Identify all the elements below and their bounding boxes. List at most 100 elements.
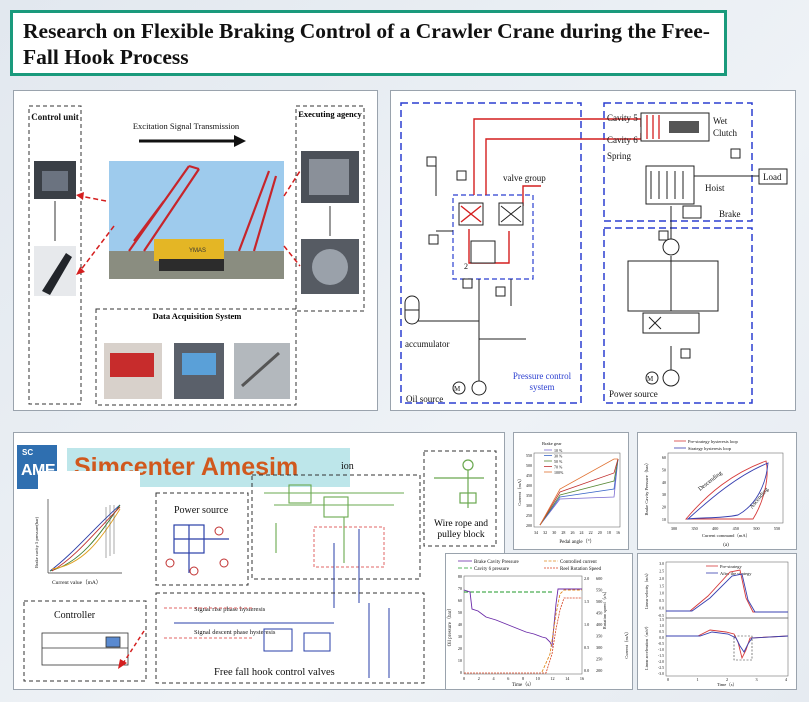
- y-tick-label: 250: [526, 513, 532, 518]
- x-tick-label: 32: [543, 530, 547, 535]
- power-source-block: [155, 492, 249, 586]
- y-right-tick-label: 600: [596, 576, 602, 581]
- brake-gear-legend-title: Brake gear: [542, 441, 562, 446]
- y-tick-label: 550: [526, 453, 532, 458]
- y-tick-label: 0: [460, 670, 462, 675]
- legend-entry: 50 %: [554, 459, 563, 464]
- control-unit-label: Control unit: [31, 112, 79, 122]
- amesim-power-source-label: Power source: [174, 505, 229, 516]
- legend-entry: 10 %: [554, 448, 563, 453]
- daq-box: [95, 308, 297, 406]
- hoist-label: Hoist: [705, 183, 725, 193]
- cavity5-label: Cavity 5: [607, 113, 638, 123]
- x-tick-label: 8: [522, 676, 524, 681]
- strategy-loop: [686, 462, 769, 520]
- y-tick-label: 40: [458, 622, 462, 627]
- arrow-to-controller-icon: [76, 192, 84, 200]
- motor-icon: [452, 381, 466, 395]
- spring-label: Spring: [607, 151, 632, 161]
- cavity6-label: Cavity 6: [607, 135, 638, 145]
- x-tick-label: 26: [570, 530, 574, 535]
- pre-strategy-loop: [685, 460, 768, 520]
- hysteresis-caption: (a): [723, 543, 729, 548]
- x-tick-label: 2: [478, 676, 480, 681]
- y-tick-label: 0.5: [659, 599, 664, 603]
- x-tick-label: 2: [726, 677, 728, 682]
- legend-cavity6: Cavity 6 pressure: [474, 567, 510, 572]
- x-tick-label: 4: [492, 676, 495, 681]
- valve-group-region: [452, 194, 534, 280]
- sensor-icon: [456, 170, 467, 181]
- y-tick-label: 2.0: [659, 577, 664, 581]
- hydraulic-schematic-panel: 2 accumulator valve group M Oil source P…: [390, 90, 796, 411]
- y-tick-label: 2.5: [659, 569, 664, 573]
- hoist-region: [603, 102, 753, 222]
- circuit-box: [627, 260, 719, 312]
- valve-3-icon: [470, 240, 496, 264]
- current-ylabel: Current（mA）: [624, 629, 629, 659]
- crane-brand-mark: YMAS: [189, 248, 206, 254]
- sensor-icon: [495, 286, 506, 297]
- poster-title-box: Research on Flexible Braking Control of …: [10, 10, 727, 76]
- y-right-tick-label: 550: [596, 588, 602, 593]
- y-right-tick-label: 350: [596, 634, 602, 639]
- hysteresis-xlabel: Current command（mA）: [702, 533, 750, 538]
- x-tick-label: 1: [696, 677, 698, 682]
- pressure-time-chart-panel: Brake Cavity Pressure Controlled current…: [445, 553, 633, 690]
- sensor-icon: [426, 156, 437, 167]
- executing-agency-label: Executing agency: [298, 109, 362, 119]
- x-tick-label: 12: [550, 676, 554, 681]
- y-right-tick-label: 0.5: [584, 645, 589, 650]
- rise-hysteresis-label: Signal rise phase hysteresis: [194, 606, 266, 613]
- hoist-drum-icon: [645, 165, 695, 205]
- x-tick-label: 28: [561, 530, 565, 535]
- hysteresis-ylabel: Brake Cavity Pressure（bar）: [644, 461, 649, 516]
- y-tick-label: 0.0: [659, 636, 664, 640]
- y-tick-label: -1.0: [658, 648, 664, 652]
- directional-valve-icon: [642, 312, 700, 334]
- x-tick-label: 30: [552, 530, 556, 535]
- sensor-icon: [730, 148, 741, 159]
- hysteresis-chart-panel: Pre-strategy hysteresis loop Strategy hy…: [637, 432, 797, 550]
- y-right-tick-label: 1.5: [584, 599, 589, 604]
- y-tick-label: 450: [526, 473, 532, 478]
- x-tick-label: 10: [536, 676, 540, 681]
- y-tick-label: 50: [662, 467, 666, 472]
- series-line: [539, 458, 619, 526]
- power-source-label: Power source: [609, 389, 658, 399]
- descent-hysteresis-label: Signal descent phase hysteresis: [194, 629, 276, 636]
- y-tick-label: -0.5: [658, 614, 664, 618]
- valve-group-label: valve group: [503, 173, 546, 183]
- x-tick-label: 0: [463, 676, 465, 681]
- pressure-control-region: [400, 102, 582, 404]
- legend-controlled-current: Controlled current: [560, 560, 597, 565]
- brake-cavity-pressure-line: [463, 588, 582, 648]
- y-tick-label: 20: [662, 505, 666, 510]
- pedal-xlabel: Pedal angle（°）: [559, 539, 594, 545]
- y-tick-label: -3.0: [658, 672, 664, 676]
- y-tick-label: 20: [458, 646, 462, 651]
- poster-title: Research on Flexible Braking Control of …: [23, 19, 710, 69]
- sensor-icon: [658, 230, 669, 241]
- clutch-label: Clutch: [713, 128, 737, 138]
- y-tick-label: 10: [662, 517, 666, 522]
- y-right-tick-label: 400: [596, 622, 602, 627]
- brake-label: Brake: [719, 209, 741, 219]
- time-xlabel: Time（s）: [512, 682, 534, 688]
- x-tick-label: 350: [691, 526, 697, 531]
- y-right-tick-label: 200: [596, 668, 602, 673]
- velocity-after-line: [666, 573, 788, 613]
- x-tick-label: 24: [580, 530, 584, 535]
- y-tick-label: 1.0: [659, 624, 664, 628]
- controller-label: Controller: [54, 610, 96, 621]
- velocity-pre-line: [666, 569, 788, 613]
- y-tick-label: 500: [526, 463, 532, 468]
- y-tick-label: -0.5: [658, 642, 664, 646]
- legend-entry: 70 %: [554, 465, 563, 470]
- y-tick-label: 200: [526, 523, 532, 528]
- signal-arrow-icon: [234, 135, 246, 147]
- legend-pre: Pre-strategy hysteresis loop: [688, 439, 738, 444]
- wire-rope-label: Wire rope and pulley block: [434, 519, 488, 540]
- sensor-icon: [680, 348, 691, 359]
